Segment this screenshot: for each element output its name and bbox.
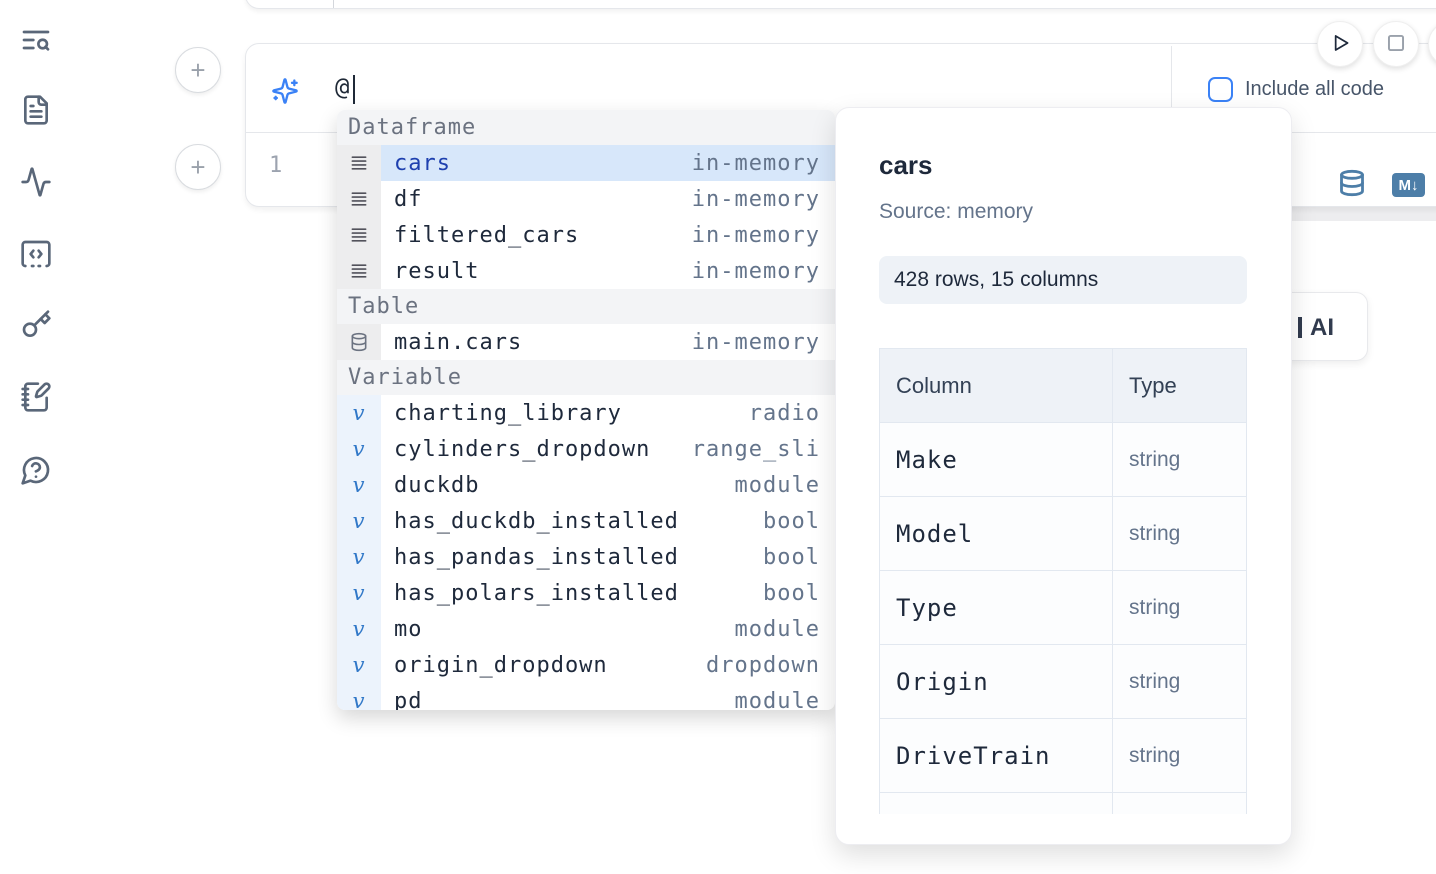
column-header: Column xyxy=(880,349,1113,422)
markdown-icon[interactable]: M↓ xyxy=(1392,173,1425,197)
variable-icon: v xyxy=(337,647,381,683)
preview-table-container: Column Type Make string Model string xyxy=(879,348,1248,814)
key-icon[interactable] xyxy=(20,309,52,341)
dataframe-rows-icon xyxy=(337,253,381,289)
preview-table-row: Origin string xyxy=(880,645,1246,719)
preview-table-row: Make string xyxy=(880,423,1246,497)
cell-bottom-strip xyxy=(1292,207,1436,221)
ai-prompt-input[interactable]: @ xyxy=(335,73,350,101)
type-header: Type xyxy=(1129,372,1177,398)
stop-icon xyxy=(1383,30,1409,59)
section-header-dataframe: Dataframe xyxy=(337,110,835,145)
add-cell-below-button[interactable]: + xyxy=(175,144,221,190)
dataframe-rows-icon xyxy=(337,181,381,217)
snippets-code-icon[interactable] xyxy=(20,238,52,270)
variable-icon: v xyxy=(337,611,381,647)
clipped-letter-fragment xyxy=(1298,317,1302,338)
previous-cell-bottom-edge xyxy=(245,0,1436,9)
text-search-icon[interactable] xyxy=(20,24,52,56)
preview-table: Column Type Make string Model string xyxy=(879,348,1247,814)
variable-icon: v xyxy=(337,539,381,575)
preview-table-header-row: Column Type xyxy=(880,349,1246,423)
help-chat-icon[interactable] xyxy=(20,454,52,486)
variable-icon: v xyxy=(337,575,381,611)
notebook-pen-icon[interactable] xyxy=(20,381,52,413)
variable-icon: v xyxy=(337,503,381,539)
preview-table-row: Model string xyxy=(880,497,1246,571)
dataframe-rows-icon xyxy=(337,217,381,253)
dataframe-rows-icon xyxy=(337,145,381,181)
activity-icon[interactable] xyxy=(20,166,52,198)
ai-sparkles-icon xyxy=(271,77,299,105)
add-cell-above-button[interactable]: + xyxy=(175,47,221,93)
variable-icon: v xyxy=(337,431,381,467)
preview-table-row: DriveTrain string xyxy=(880,719,1246,793)
database-table-icon xyxy=(337,324,381,360)
section-header-table: Table xyxy=(337,289,835,324)
stop-cell-button[interactable] xyxy=(1373,21,1419,67)
preview-table-row: Type string xyxy=(880,571,1246,645)
preview-source: Source: memory xyxy=(879,200,1034,223)
preview-table-row-clipped xyxy=(880,793,1246,814)
section-header-variable: Variable xyxy=(337,360,835,395)
prompt-row-divider xyxy=(1171,46,1172,132)
run-cell-button[interactable] xyxy=(1317,21,1363,67)
dataframe-preview-panel: cars Source: memory 428 rows, 15 columns… xyxy=(835,107,1292,845)
code-editor-row[interactable]: 1 M↓ xyxy=(246,133,1436,207)
database-icon[interactable] xyxy=(1338,169,1366,197)
play-icon xyxy=(1327,30,1353,59)
previous-cell-divider xyxy=(333,0,334,8)
ai-card-label: AI xyxy=(1310,314,1334,341)
include-all-code-checkbox[interactable] xyxy=(1208,77,1233,102)
variable-icon: v xyxy=(337,467,381,503)
preview-shape-badge: 428 rows, 15 columns xyxy=(879,256,1247,304)
line-number: 1 xyxy=(269,153,283,178)
variable-icon: v xyxy=(337,395,381,431)
preview-table-body: Make string Model string Type string xyxy=(880,423,1246,793)
include-all-code-label[interactable]: Include all code xyxy=(1245,78,1384,100)
preview-title: cars xyxy=(879,150,933,180)
left-sidebar xyxy=(0,0,72,874)
text-cursor xyxy=(353,75,355,104)
variable-icon: v xyxy=(337,683,381,710)
file-text-icon[interactable] xyxy=(20,94,52,126)
